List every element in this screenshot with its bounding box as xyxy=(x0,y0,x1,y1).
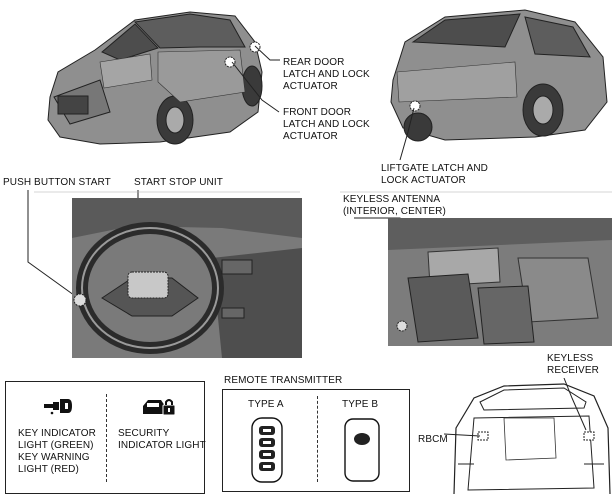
front-door-latch-label: FRONT DOOR LATCH AND LOCK ACTUATOR xyxy=(283,107,370,142)
keyless-receiver-label: KEYLESS RECEIVER xyxy=(547,353,599,376)
car-lock-icon xyxy=(141,396,177,416)
transmitter-divider xyxy=(317,396,318,482)
dashboard-illustration xyxy=(72,198,302,358)
rear-door-latch-label: REAR DOOR LATCH AND LOCK ACTUATOR xyxy=(283,57,370,92)
indicator-divider xyxy=(106,394,107,482)
start-stop-unit-label: START STOP UNIT xyxy=(134,177,223,188)
rear-car-illustration xyxy=(385,2,611,152)
security-indicator-label: SECURITY INDICATOR LIGHT xyxy=(118,428,206,451)
keyless-antenna-label: KEYLESS ANTENNA (INTERIOR, CENTER) xyxy=(343,194,446,217)
front-car-illustration xyxy=(40,2,272,162)
key-indicator-label: KEY INDICATOR LIGHT (GREEN) KEY WARNING … xyxy=(18,428,96,475)
key-fob-4-button-icon xyxy=(250,417,284,483)
cargo-area-illustration xyxy=(444,378,612,494)
indicator-lights-box xyxy=(5,381,205,494)
push-button-start-label: PUSH BUTTON START xyxy=(3,177,111,188)
type-a-label: TYPE A xyxy=(248,399,284,410)
smart-key-icon xyxy=(343,417,381,483)
liftgate-latch-label: LIFTGATE LATCH AND LOCK ACTUATOR xyxy=(381,163,489,186)
rbcm-label: RBCM xyxy=(418,434,448,445)
key-icon xyxy=(44,396,74,416)
type-b-label: TYPE B xyxy=(342,399,379,410)
interior-illustration xyxy=(388,218,612,346)
remote-transmitter-label: REMOTE TRANSMITTER xyxy=(224,375,343,386)
